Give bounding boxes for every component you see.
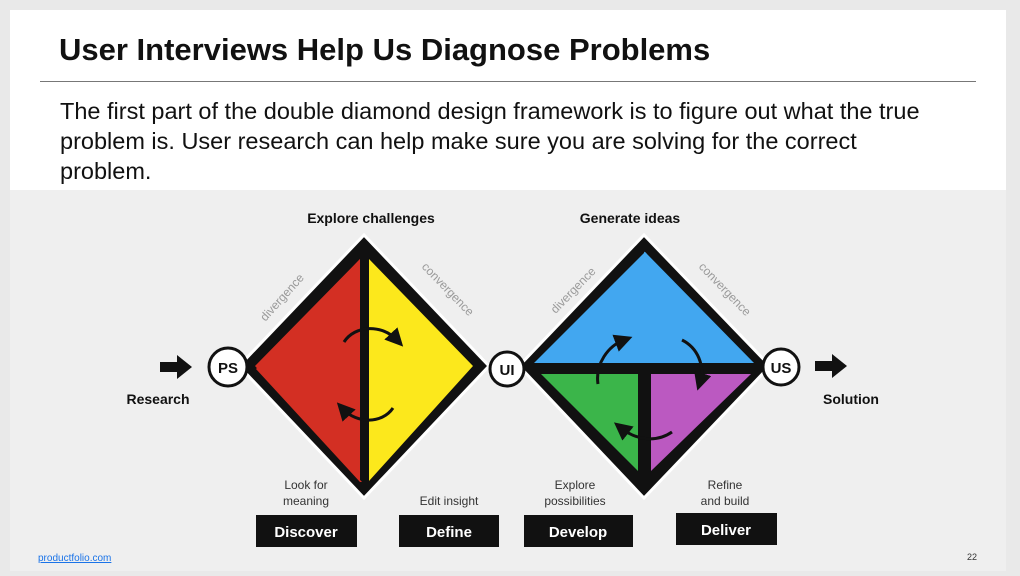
cycle-arrow-icon [613, 422, 673, 441]
arrow-right-icon [160, 355, 192, 379]
deliver-segment [651, 374, 751, 471]
develop-top-segment [534, 251, 754, 363]
footer-link[interactable]: productfolio.com [38, 553, 112, 564]
generate-ideas-heading: Generate ideas [580, 210, 681, 226]
define-caption: Edit insight [420, 494, 479, 508]
develop-label: Develop [549, 524, 607, 541]
slide: User Interviews Help Us Diagnose Problem… [10, 10, 1006, 571]
double-diamond-diagram: divergence convergence divergence conver… [126, 210, 879, 547]
define-segment [369, 259, 473, 481]
left-diamond-outline [236, 232, 492, 501]
discover-caption-line2: meaning [283, 494, 329, 508]
us-node-label: US [771, 360, 792, 377]
right-diamond-outline [516, 232, 773, 501]
ps-node [207, 346, 249, 388]
deliver-caption-line2: and build [701, 494, 750, 508]
discover-segment-fill [256, 259, 360, 482]
page-number: 22 [967, 552, 978, 562]
slide-title: User Interviews Help Us Diagnose Problem… [59, 32, 711, 67]
define-label: Define [426, 524, 472, 541]
develop-box [524, 515, 633, 547]
ps-node-label: PS [218, 360, 238, 377]
deliver-box [676, 513, 777, 545]
cycle-arrow-icon [342, 327, 404, 347]
discover-caption-line1: Look for [284, 478, 327, 492]
discover-box [256, 515, 357, 547]
cycle-arrow-icon [681, 338, 712, 391]
discover-label: Discover [274, 524, 338, 541]
cycle-arrow-icon [336, 402, 395, 422]
arrow-right-icon [815, 354, 847, 378]
develop-caption-line1: Explore [555, 478, 596, 492]
solution-label: Solution [823, 391, 879, 407]
explore-challenges-heading: Explore challenges [307, 210, 435, 226]
research-label: Research [126, 391, 189, 407]
deliver-label: Deliver [701, 522, 751, 539]
develop-segment [541, 374, 638, 471]
deliver-caption-line1: Refine [708, 478, 743, 492]
define-box [399, 515, 499, 547]
us-node [761, 347, 801, 387]
title-divider [40, 81, 976, 82]
develop-caption-line2: possibilities [544, 494, 605, 508]
cycle-arrow-icon [596, 334, 633, 385]
ui-node [488, 350, 526, 388]
slide-body-text: The first part of the double diamond des… [60, 98, 920, 184]
ui-node-label: UI [500, 362, 515, 379]
